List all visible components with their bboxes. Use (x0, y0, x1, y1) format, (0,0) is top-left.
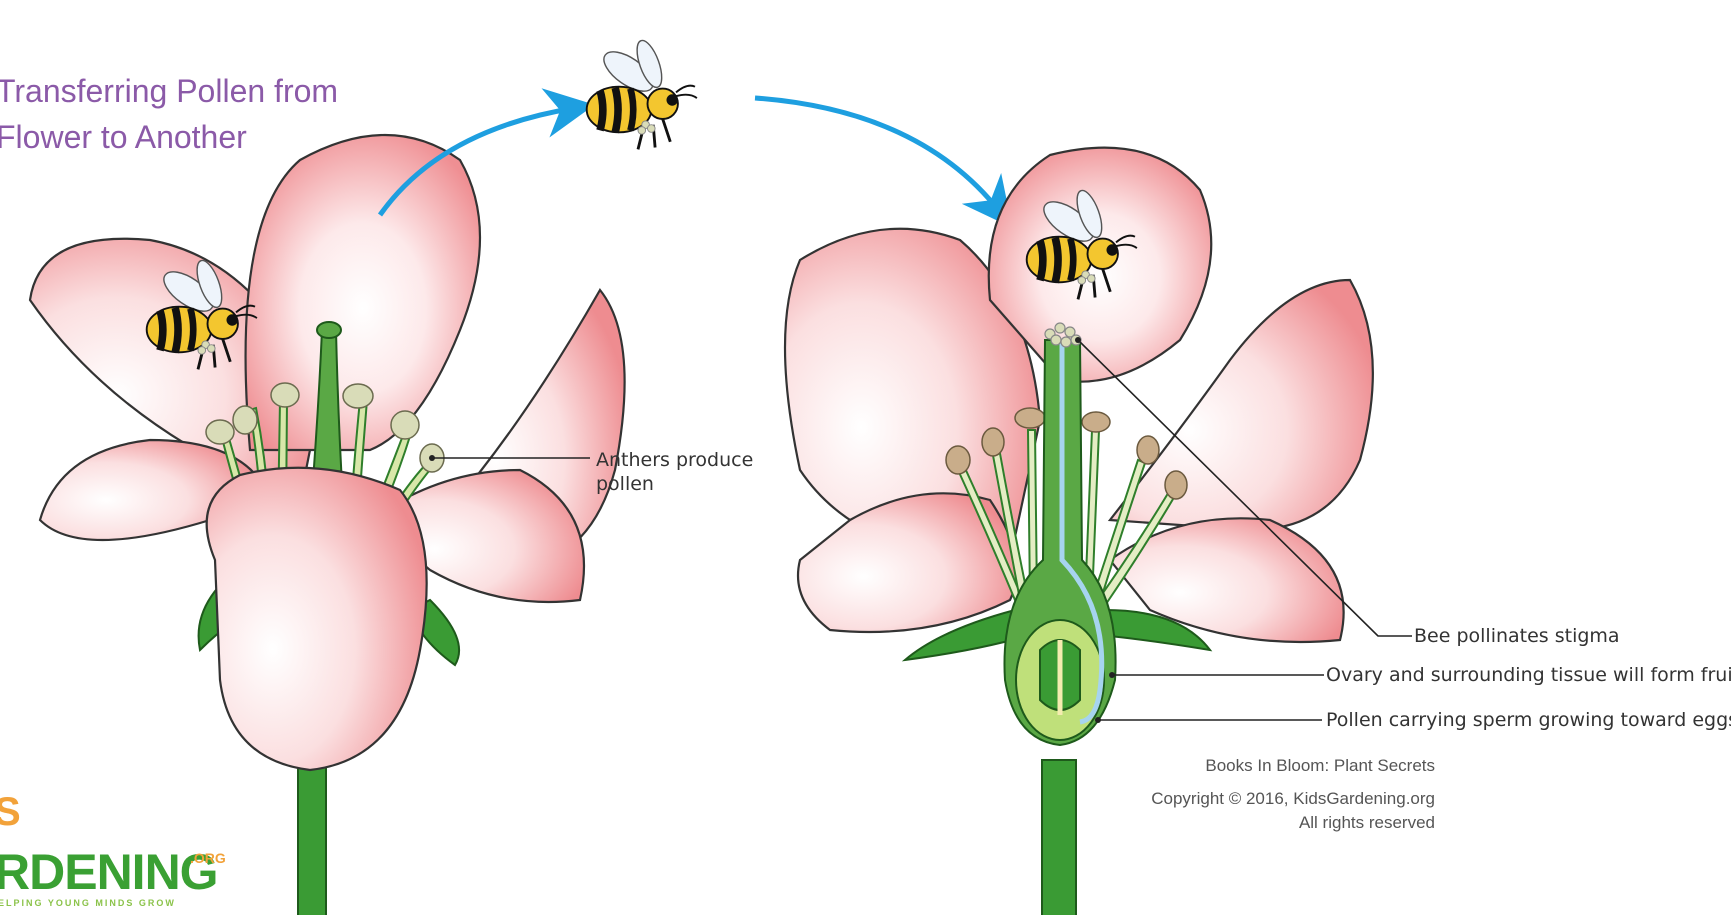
logo-wordmark: RDENING (0, 847, 218, 897)
left-stem (298, 760, 326, 915)
logo-partial-top: S (0, 792, 21, 832)
title-line-1: Transferring Pollen from (0, 68, 338, 114)
logo-tagline: ELPING YOUNG MINDS GROW (0, 898, 176, 908)
book-credit: Books In Bloom: Plant Secrets (1205, 754, 1435, 778)
copyright-notice: Copyright © 2016, KidsGardening.org (1151, 787, 1435, 811)
diagram-title: Transferring Pollen from Flower to Anoth… (0, 68, 338, 160)
left-petal-front (207, 468, 427, 770)
logo-org: .ORG (190, 850, 226, 866)
bee-flying (587, 37, 697, 149)
anthers-label-line-1: Anthers produce (596, 448, 753, 472)
anthers-label-line-2: pollen (596, 472, 753, 496)
arrow-to-right-flower (755, 98, 1000, 212)
stigma-label: Bee pollinates stigma (1414, 624, 1620, 648)
anthers-label: Anthers produce pollen (596, 448, 753, 496)
ovary-label: Ovary and surrounding tissue will form f… (1326, 663, 1731, 687)
rights-notice: All rights reserved (1299, 811, 1435, 835)
title-line-2: Flower to Another (0, 114, 338, 160)
left-flower (30, 135, 625, 915)
right-stem (1042, 760, 1076, 915)
pollen-tube-label: Pollen carrying sperm growing toward egg… (1326, 708, 1731, 732)
